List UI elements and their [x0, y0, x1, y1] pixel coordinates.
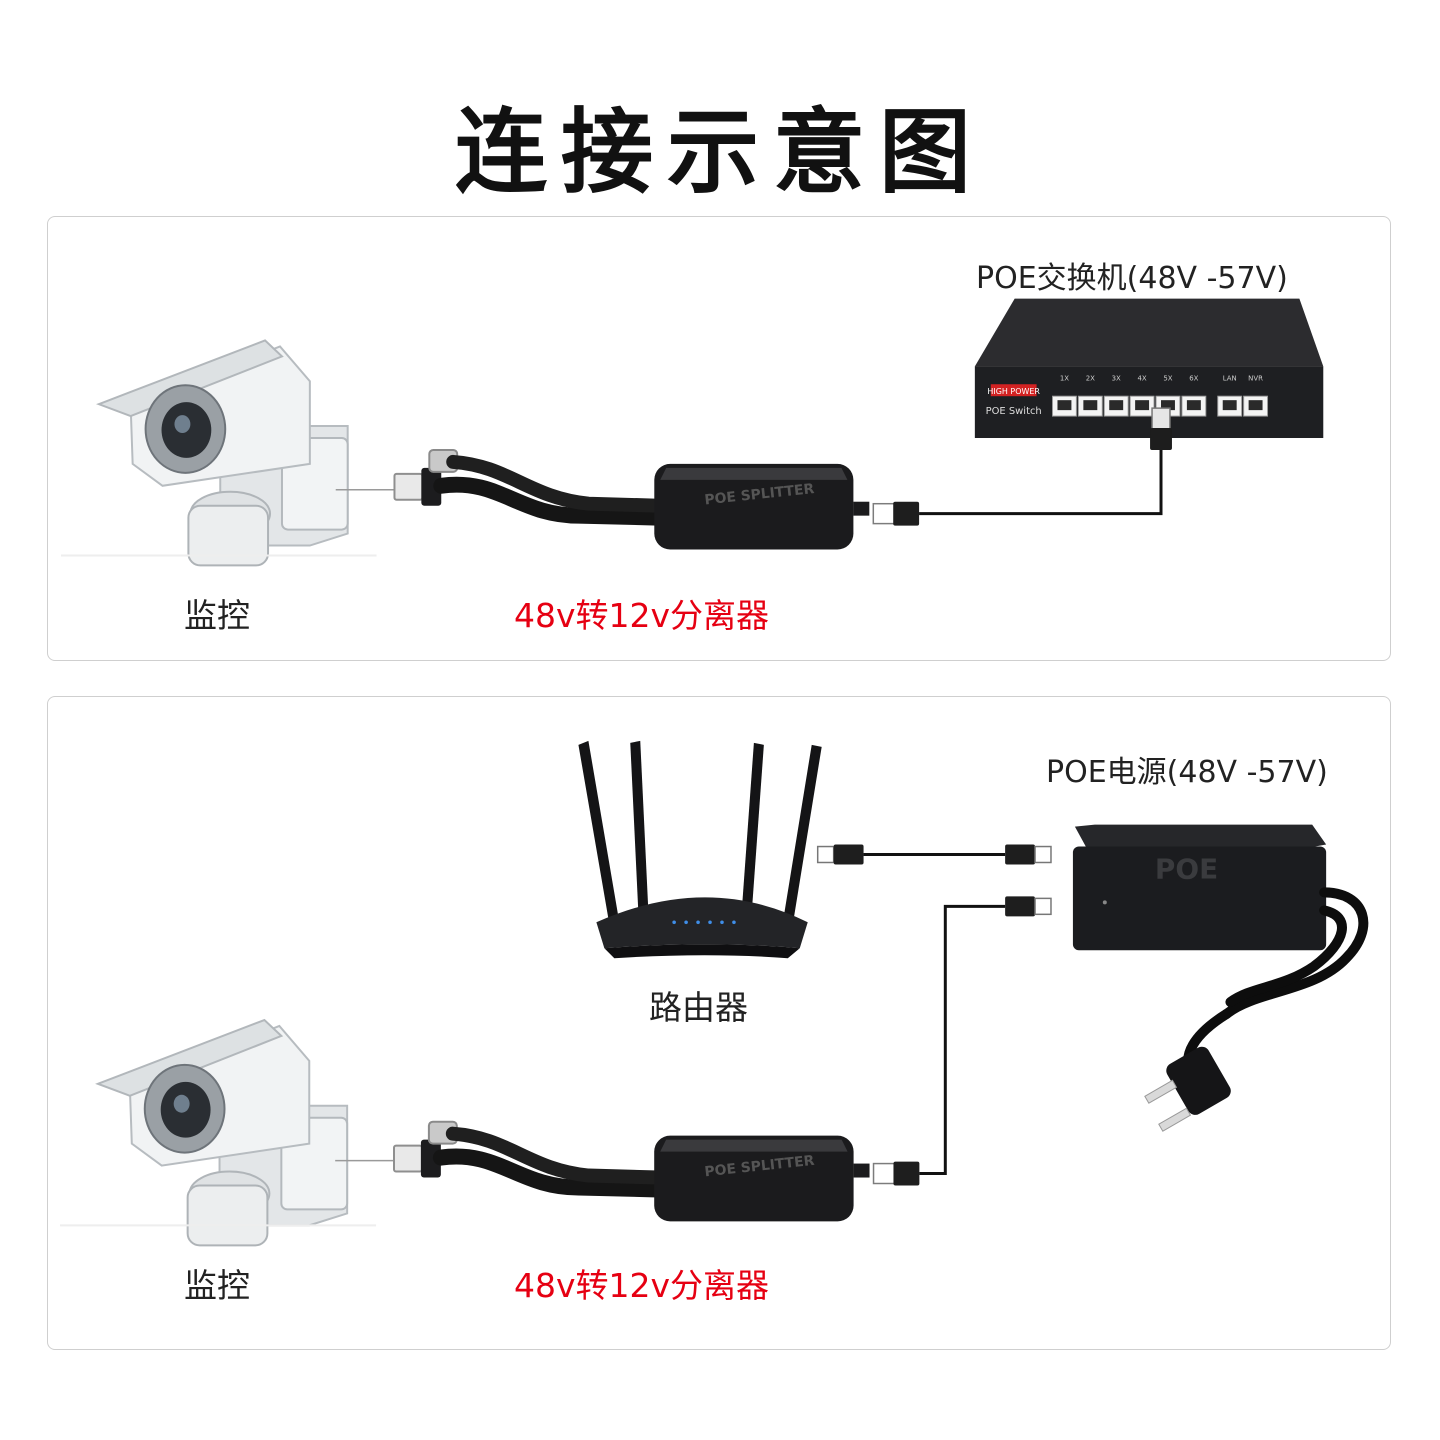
- panel-2-art: POE: [60, 740, 1369, 1247]
- switch-badge-text: HIGH POWER: [987, 387, 1040, 396]
- switch-port-label: 6X: [1189, 374, 1198, 382]
- switch-port-label: 5X: [1163, 374, 1172, 382]
- switch-port-label: 2X: [1086, 374, 1095, 382]
- router-label: 路由器: [649, 988, 748, 1027]
- adapter-to-splitter-cable: [919, 896, 1052, 1176]
- switch-port-socket: [1083, 400, 1098, 411]
- panel-1-art: POE SPLITTER HIGH POWER POE Switch 1X 2X 3…: [60, 298, 1324, 567]
- page-title: 连接示意图: [454, 99, 985, 206]
- switch-port-socket: [1161, 400, 1175, 411]
- wifi-router: [578, 740, 822, 959]
- switch-port-label: LAN: [1223, 374, 1237, 382]
- splitter-label: 48v转12v分离器: [514, 1266, 770, 1305]
- switch-port-socket: [1222, 400, 1237, 411]
- cctv-camera: [95, 339, 349, 567]
- rj45-connector: [872, 1161, 920, 1186]
- switch-port-label: 1X: [1060, 374, 1069, 382]
- power-body-text: POE: [1155, 852, 1218, 885]
- rj45-connector: [872, 501, 920, 526]
- switch-port-socket: [1186, 400, 1201, 411]
- camera-label: 监控: [184, 1266, 250, 1305]
- switch-port-socket: [1109, 400, 1124, 411]
- camera-label: 监控: [184, 596, 250, 635]
- splitter-label: 48v转12v分离器: [514, 596, 770, 635]
- switch-port-socket: [1248, 400, 1263, 411]
- network-cable: [919, 441, 1163, 516]
- power-label: POE电源(48V -57V): [1046, 755, 1328, 790]
- switch-port-label: 4X: [1138, 374, 1147, 382]
- poe-splitter: POE SPLITTER: [393, 448, 870, 550]
- switch-port-label: NVR: [1248, 374, 1263, 382]
- switch-port-socket: [1057, 400, 1072, 411]
- poe-switch: HIGH POWER POE Switch 1X 2X 3X 4X 5X 6X LAN NVR: [974, 298, 1324, 439]
- cctv-camera: [95, 1018, 349, 1247]
- poe-splitter: POE SPLITTER: [393, 1120, 870, 1222]
- diagram-panel-switch: POE SPLITTER HIGH POWER POE Switch 1X 2X 3…: [47, 216, 1391, 661]
- switch-port-label: 3X: [1112, 374, 1121, 382]
- switch-label: POE交换机(48V -57V): [976, 261, 1288, 296]
- switch-plug: [1151, 407, 1171, 431]
- poe-power-adapter: POE: [1072, 824, 1369, 1132]
- router-to-adapter-cable: [816, 844, 1052, 865]
- switch-port-socket: [1135, 400, 1150, 411]
- switch-front-text: POE Switch: [986, 406, 1042, 417]
- switch-plug-boot: [1150, 428, 1172, 450]
- diagram-panel-power: POE: [47, 696, 1391, 1350]
